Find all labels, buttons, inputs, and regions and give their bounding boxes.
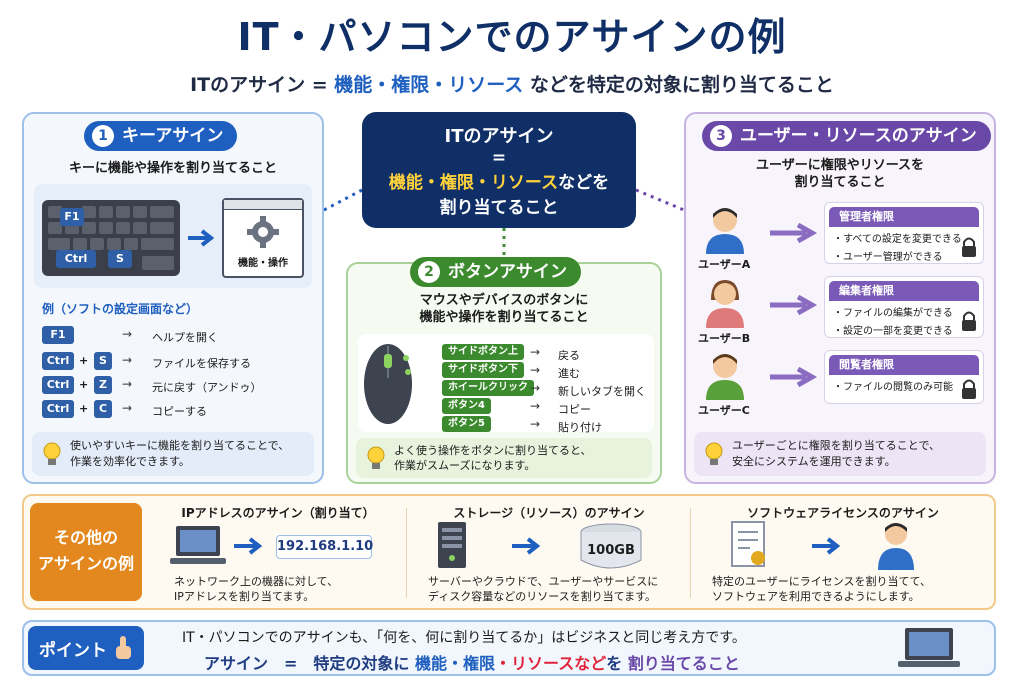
button-badge: サイドボタン下 <box>442 362 524 378</box>
example-title: 例（ソフトの設定画面など） <box>42 302 199 316</box>
point-panel <box>22 620 996 676</box>
page-subtitle: ITのアサイン = 機能・権限・リソース などを特定の対象に割り当てること <box>190 74 834 96</box>
user-avatar-icon <box>706 208 744 254</box>
server-icon <box>438 522 466 568</box>
row-action: ヘルプを開く <box>152 331 218 344</box>
user-avatar-icon <box>706 354 744 400</box>
user-assign-desc: ユーザーに権限やリソースを割り当てること <box>755 158 925 190</box>
button-action: 戻る <box>558 349 580 362</box>
license-title: ソフトウェアライセンスのアサイン <box>747 506 939 520</box>
certificate-icon <box>731 521 765 567</box>
window-label: 機能・操作 <box>238 258 288 269</box>
app-window: 機能・操作 <box>222 198 304 278</box>
arrow-right-icon <box>770 222 818 244</box>
storage-text: サーバーやクラウドで、ユーザーやサービスにディスク容量などのリソースを割り当てま… <box>428 575 659 603</box>
user-avatar-icon <box>706 280 744 328</box>
button-badge: ボタン4 <box>442 398 491 414</box>
button-action: 進む <box>558 367 580 380</box>
lock-icon <box>962 237 976 257</box>
user-name: ユーザーA <box>698 258 751 271</box>
button-badge: サイドボタン上 <box>442 344 524 360</box>
pointing-hand-icon <box>116 636 131 659</box>
page-title: IT・パソコンでのアサインの例 <box>237 15 787 59</box>
storage-title: ストレージ（リソース）のアサイン <box>453 506 645 520</box>
disk-icon <box>580 523 642 569</box>
gear-icon <box>247 216 279 248</box>
role-card: 管理者権限 ・すべての設定を変更できる ・ユーザー管理ができる <box>824 202 984 264</box>
key-assign-hint: 使いやすいキーに機能を割り当てることで、作業を効率化できます。 <box>32 432 314 476</box>
arrow-right-icon <box>188 229 215 247</box>
key-f1: F1 <box>60 208 84 226</box>
button-action: コピー <box>558 403 591 416</box>
role-card: 閲覧者権限 ・ファイルの閲覧のみ可能 <box>824 350 984 404</box>
key-s: S <box>108 250 132 268</box>
arrow-right-icon <box>812 537 841 555</box>
row-key: Ctrl <box>42 352 74 370</box>
arrow-right-icon <box>234 537 263 555</box>
role-card: 編集者権限 ・ファイルの編集ができる ・設定の一部を変更できる <box>824 276 984 338</box>
row-key: S <box>94 352 112 370</box>
button-assign-hint: よく使う操作をボタンに割り当てると、作業がスムーズになります。 <box>356 438 652 478</box>
user-name: ユーザーC <box>698 404 750 417</box>
row-action: 元に戻す（アンドゥ） <box>152 381 262 394</box>
lock-icon <box>962 379 976 399</box>
button-badge: ホイールクリック <box>442 380 534 396</box>
laptop-icon <box>170 526 226 564</box>
user-assign-hint: ユーザーごとに権限を割り当てることで、安全にシステムを運用できます。 <box>694 432 986 476</box>
other-examples-tag: その他のアサインの例 <box>30 503 142 601</box>
lock-icon <box>962 311 976 331</box>
button-badge: ボタン5 <box>442 416 491 432</box>
row-action: コピーする <box>152 405 207 418</box>
key-ctrl: Ctrl <box>56 250 96 268</box>
definition-box: ITのアサイン = 機能・権限・リソースなどを 割り当てること <box>362 112 636 228</box>
row-key: Ctrl <box>42 376 74 394</box>
button-action: 新しいタブを開く <box>558 385 646 398</box>
ip-title: IPアドレスのアサイン（割り当て） <box>181 506 375 520</box>
lightbulb-icon <box>367 446 385 469</box>
user-icon <box>878 523 914 570</box>
button-action: 貼り付け <box>558 421 602 434</box>
ip-text: ネットワーク上の機器に対して、IPアドレスを割り当てます。 <box>174 575 339 603</box>
key-assign-panel <box>22 112 324 484</box>
row-key: C <box>94 400 112 418</box>
lightbulb-icon <box>705 442 723 465</box>
mouse-icon <box>364 344 412 424</box>
row-key: Z <box>94 376 112 394</box>
arrow-right-icon <box>512 537 541 555</box>
row-key: F1 <box>42 326 74 344</box>
arrow-right-icon <box>770 366 818 388</box>
point-line2: アサイン = 特定の対象に 機能・権限・リソースなどを 割り当てること <box>204 654 740 673</box>
key-assign-desc: キーに機能や操作を割り当てること <box>68 161 277 176</box>
license-text: 特定のユーザーにライセンスを割り当てて、ソフトウェアを利用できるようにします。 <box>712 575 932 603</box>
laptop-icon <box>898 628 960 667</box>
storage-value: 100GB <box>587 543 635 558</box>
user-name: ユーザーB <box>698 332 751 345</box>
ip-value: 192.168.1.10 <box>276 535 373 559</box>
point-line1: IT・パソコンでのアサインも、「何を、何に割り当てるか」はビジネスと同じ考え方で… <box>182 630 746 646</box>
row-action: ファイルを保存する <box>152 357 251 370</box>
row-key: Ctrl <box>42 400 74 418</box>
point-tag: ポイント <box>28 626 144 670</box>
arrow-right-icon <box>770 294 818 316</box>
button-assign-desc: マウスやデバイスのボタンに機能や操作を割り当てること <box>419 293 589 325</box>
lightbulb-icon <box>43 442 61 465</box>
